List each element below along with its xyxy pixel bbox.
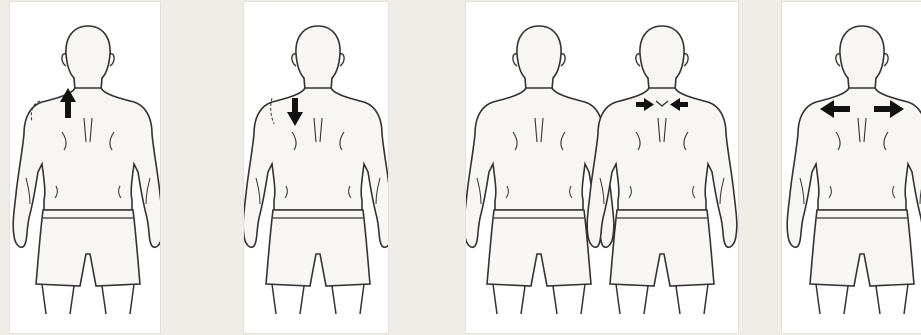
panel-depression: [244, 2, 388, 333]
figure-back-view: [466, 26, 614, 314]
panel-elevation: [10, 2, 160, 333]
panel-retraction: [466, 2, 738, 333]
figure-back-view: [244, 26, 388, 314]
figure-back-view: [787, 26, 921, 314]
figure-back-view: [13, 26, 160, 314]
figure-back-view-retracted: [587, 26, 737, 314]
panel-protraction: [782, 2, 921, 333]
